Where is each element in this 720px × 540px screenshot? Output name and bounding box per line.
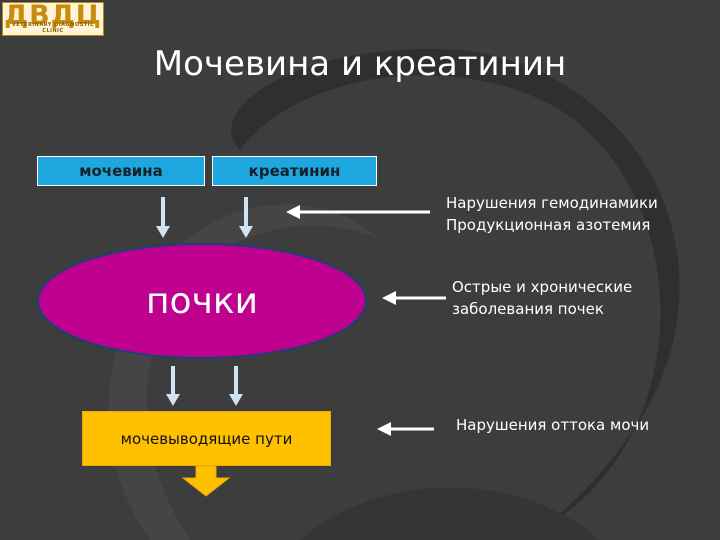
- left-arrow-prerenal: [286, 205, 430, 219]
- down-arrow-urea: [156, 197, 170, 238]
- urinary-tract-box: мочевыводящие пути: [82, 411, 331, 466]
- postrenal-note: Нарушения оттока мочи: [456, 414, 649, 436]
- prerenal-note: Нарушения гемодинамики Продукционная азо…: [446, 192, 658, 236]
- kidney-label: почки: [146, 280, 258, 322]
- down-arrow-creatinine: [239, 197, 253, 238]
- clinic-logo: ДВДЦ VETERINARY DIAGNOSTIC CLINIC: [2, 0, 104, 36]
- logo-subtitle: VETERINARY DIAGNOSTIC CLINIC: [11, 22, 95, 34]
- prerenal-line-1: Нарушения гемодинамики: [446, 194, 658, 212]
- creatinine-box: креатинин: [212, 156, 377, 186]
- urea-box: мочевина: [37, 156, 205, 186]
- left-arrow-renal: [382, 291, 446, 305]
- slide-title: Мочевина и креатинин: [153, 44, 567, 84]
- outflow-arrow: [181, 465, 231, 497]
- down-arrow-kidney-left: [166, 366, 180, 406]
- left-arrow-postrenal: [377, 422, 434, 436]
- renal-line-2: заболевания почек: [452, 300, 604, 318]
- urea-label: мочевина: [79, 162, 163, 180]
- down-arrow-kidney-right: [229, 366, 243, 406]
- prerenal-line-2: Продукционная азотемия: [446, 216, 651, 234]
- creatinine-label: креатинин: [248, 162, 341, 180]
- kidney-ellipse: почки: [37, 243, 367, 359]
- renal-note: Острые и хронические заболевания почек: [452, 276, 632, 320]
- postrenal-line: Нарушения оттока мочи: [456, 416, 650, 434]
- urinary-tract-label: мочевыводящие пути: [120, 429, 293, 448]
- logo-text: ДВДЦ: [4, 0, 102, 31]
- renal-line-1: Острые и хронические: [452, 278, 633, 296]
